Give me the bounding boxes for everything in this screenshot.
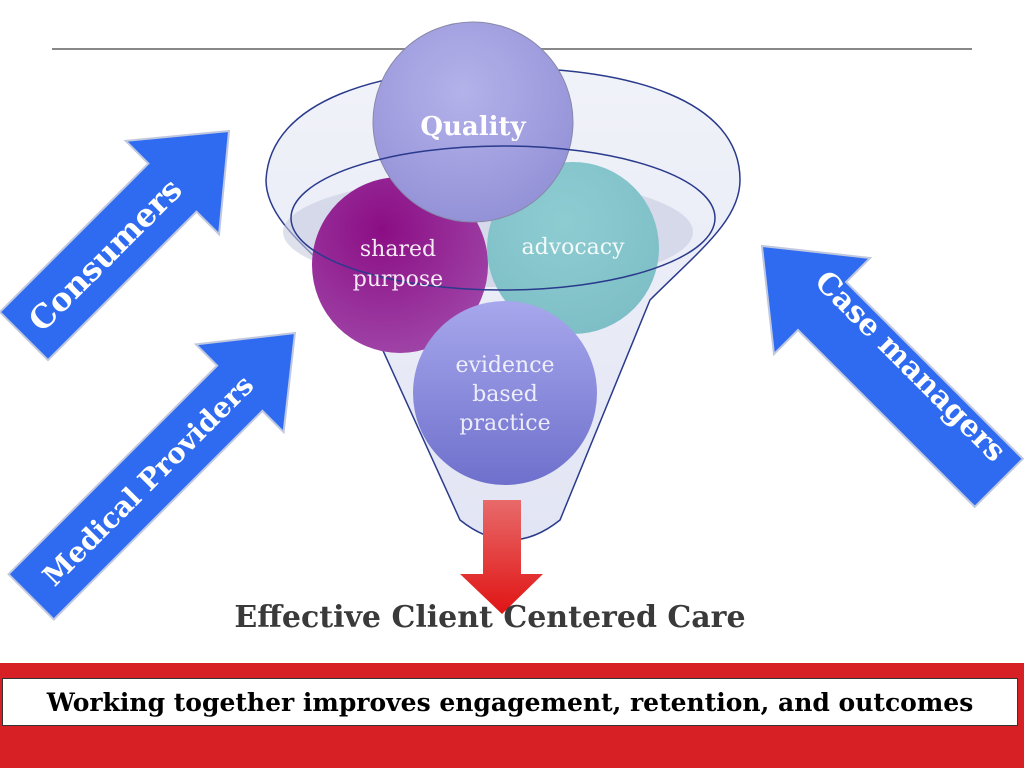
consumers-arrow: Consumers bbox=[0, 129, 231, 362]
evidence-label-line1: evidence bbox=[455, 353, 554, 378]
evidence-label-line2: based bbox=[472, 382, 538, 407]
down-arrow bbox=[460, 500, 543, 614]
advocacy-label: advocacy bbox=[521, 235, 625, 260]
funnel-rim bbox=[290, 145, 716, 291]
evidence-label-line3: practice bbox=[459, 411, 550, 436]
case-managers-arrow: Case managers bbox=[760, 244, 1024, 509]
shared-purpose-circle bbox=[312, 177, 488, 353]
diagram-caption: Effective Client Centered Care bbox=[234, 600, 746, 635]
evidence-based-practice-circle bbox=[413, 301, 597, 485]
footer-box: Working together improves engagement, re… bbox=[2, 678, 1018, 726]
shared-purpose-label-line2: purpose bbox=[353, 267, 443, 292]
quality-circle bbox=[372, 21, 574, 223]
consumers-label: Consumers bbox=[21, 170, 190, 339]
footer-text: Working together improves engagement, re… bbox=[46, 687, 974, 717]
advocacy-circle bbox=[487, 162, 659, 334]
medical-providers-label: Medical Providers bbox=[36, 368, 260, 592]
shared-purpose-label-line1: shared bbox=[360, 237, 436, 262]
quality-label: Quality bbox=[420, 112, 526, 142]
